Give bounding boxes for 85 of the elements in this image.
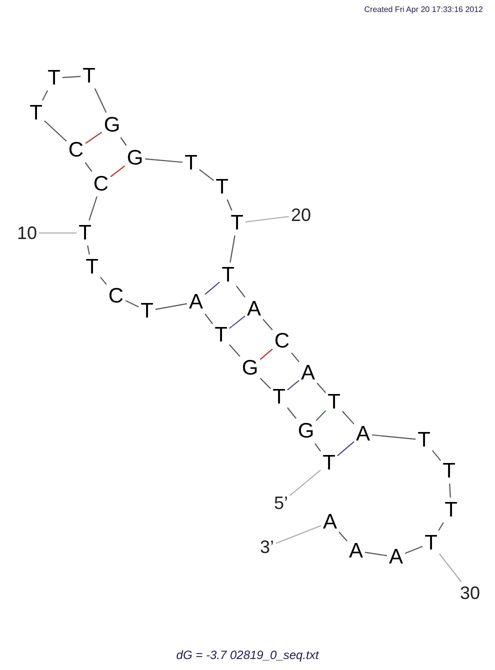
backbone-line bbox=[42, 90, 48, 101]
nucleotide-letter: T bbox=[222, 264, 234, 286]
leader-line bbox=[245, 216, 290, 222]
nucleotide-letter: T bbox=[184, 152, 198, 174]
base-pair-line bbox=[260, 348, 273, 360]
backbone-line bbox=[432, 450, 442, 461]
nucleotide-letter: G bbox=[104, 114, 120, 136]
nucleotide-letter: T bbox=[424, 532, 438, 554]
backbone-line bbox=[230, 235, 236, 263]
nucleotide-letter: T bbox=[216, 176, 228, 198]
backbone-line bbox=[87, 245, 90, 255]
base-pair-line bbox=[229, 316, 246, 329]
backbone-line bbox=[226, 199, 232, 211]
backbone-line bbox=[449, 483, 451, 498]
base-pair-line bbox=[287, 380, 300, 390]
nucleotide-letter: T bbox=[78, 222, 92, 244]
base-pair-line bbox=[337, 441, 354, 456]
caption: dG = -3.7 02819_0_seq.txt bbox=[175, 647, 320, 664]
nucleotide-letter: A bbox=[247, 298, 261, 320]
backbone-line bbox=[229, 344, 240, 357]
position-label: 10 bbox=[16, 224, 38, 242]
backbone-line bbox=[314, 443, 322, 452]
nucleotide-letter: G bbox=[126, 148, 144, 168]
nucleotide-letter: T bbox=[30, 102, 42, 124]
nucleotide-letter: G bbox=[242, 358, 258, 378]
backbone-line bbox=[62, 76, 81, 78]
nucleotide-letter: C bbox=[93, 174, 109, 194]
position-label: 20 bbox=[290, 206, 312, 224]
nucleotide-letter: T bbox=[86, 256, 98, 278]
nucleotide-letter: C bbox=[108, 286, 124, 306]
leader-line bbox=[438, 553, 462, 582]
backbone-line bbox=[125, 300, 139, 308]
nucleotide-letter: A bbox=[356, 424, 370, 444]
backbone-line bbox=[438, 522, 444, 531]
nucleotide-letter: T bbox=[214, 324, 228, 346]
position-label: 3’ bbox=[260, 538, 274, 556]
nucleotide-letter: T bbox=[48, 68, 60, 88]
base-pair-line bbox=[85, 132, 102, 144]
nucleotide-letter: T bbox=[230, 212, 244, 234]
backbone-line bbox=[338, 532, 348, 542]
nucleotide-letter: A bbox=[389, 546, 403, 568]
backbone-line bbox=[316, 382, 326, 393]
backbone-line bbox=[120, 137, 127, 146]
backbone-line bbox=[145, 158, 183, 163]
nucleotide-letter: T bbox=[322, 452, 336, 474]
backbone-line bbox=[364, 552, 388, 556]
backbone-line bbox=[404, 546, 423, 554]
nucleotide-letter: A bbox=[189, 292, 203, 312]
nucleotide-letter: A bbox=[323, 512, 337, 532]
backbone-line bbox=[88, 196, 98, 221]
backbone-line bbox=[204, 314, 214, 324]
position-label: 5’ bbox=[274, 494, 288, 512]
backbone-line bbox=[291, 352, 300, 362]
nucleotide-letter: T bbox=[140, 300, 154, 322]
backbone-line bbox=[286, 407, 296, 419]
nucleotide-letter: C bbox=[68, 140, 84, 160]
backbone-line bbox=[155, 303, 188, 310]
nucleotide-letter: T bbox=[442, 460, 456, 482]
backbone-line bbox=[100, 276, 107, 285]
base-pair-line bbox=[204, 282, 220, 295]
backbone-line bbox=[236, 286, 246, 298]
nucleotide-letter: A bbox=[301, 362, 315, 384]
backbone-line bbox=[262, 318, 273, 330]
leader-line bbox=[39, 232, 77, 234]
nucleotide-letter: T bbox=[418, 430, 430, 450]
leader-line bbox=[276, 525, 322, 544]
backbone-line bbox=[342, 410, 354, 424]
backbone-line bbox=[44, 120, 67, 142]
position-label: 30 bbox=[460, 584, 480, 602]
base-pair-line bbox=[316, 410, 326, 421]
backbone-line bbox=[372, 434, 416, 440]
backbone-line bbox=[199, 169, 214, 181]
nucleotide-letter: T bbox=[328, 392, 340, 412]
backbone-line bbox=[260, 378, 271, 389]
backbone-line bbox=[84, 162, 92, 172]
nucleotide-letter: G bbox=[298, 420, 314, 442]
nucleotide-letter: C bbox=[274, 330, 290, 352]
leader-line bbox=[290, 470, 321, 496]
backbone-line bbox=[94, 88, 107, 113]
timestamp-note: Created Fri Apr 20 17:33:16 2012 bbox=[364, 4, 483, 16]
nucleotide-letter: T bbox=[272, 386, 286, 408]
nucleotide-letter: T bbox=[444, 500, 458, 520]
base-pair-line bbox=[110, 165, 126, 178]
nucleotide-letter: A bbox=[349, 540, 363, 562]
nucleotide-letter: T bbox=[82, 66, 96, 86]
